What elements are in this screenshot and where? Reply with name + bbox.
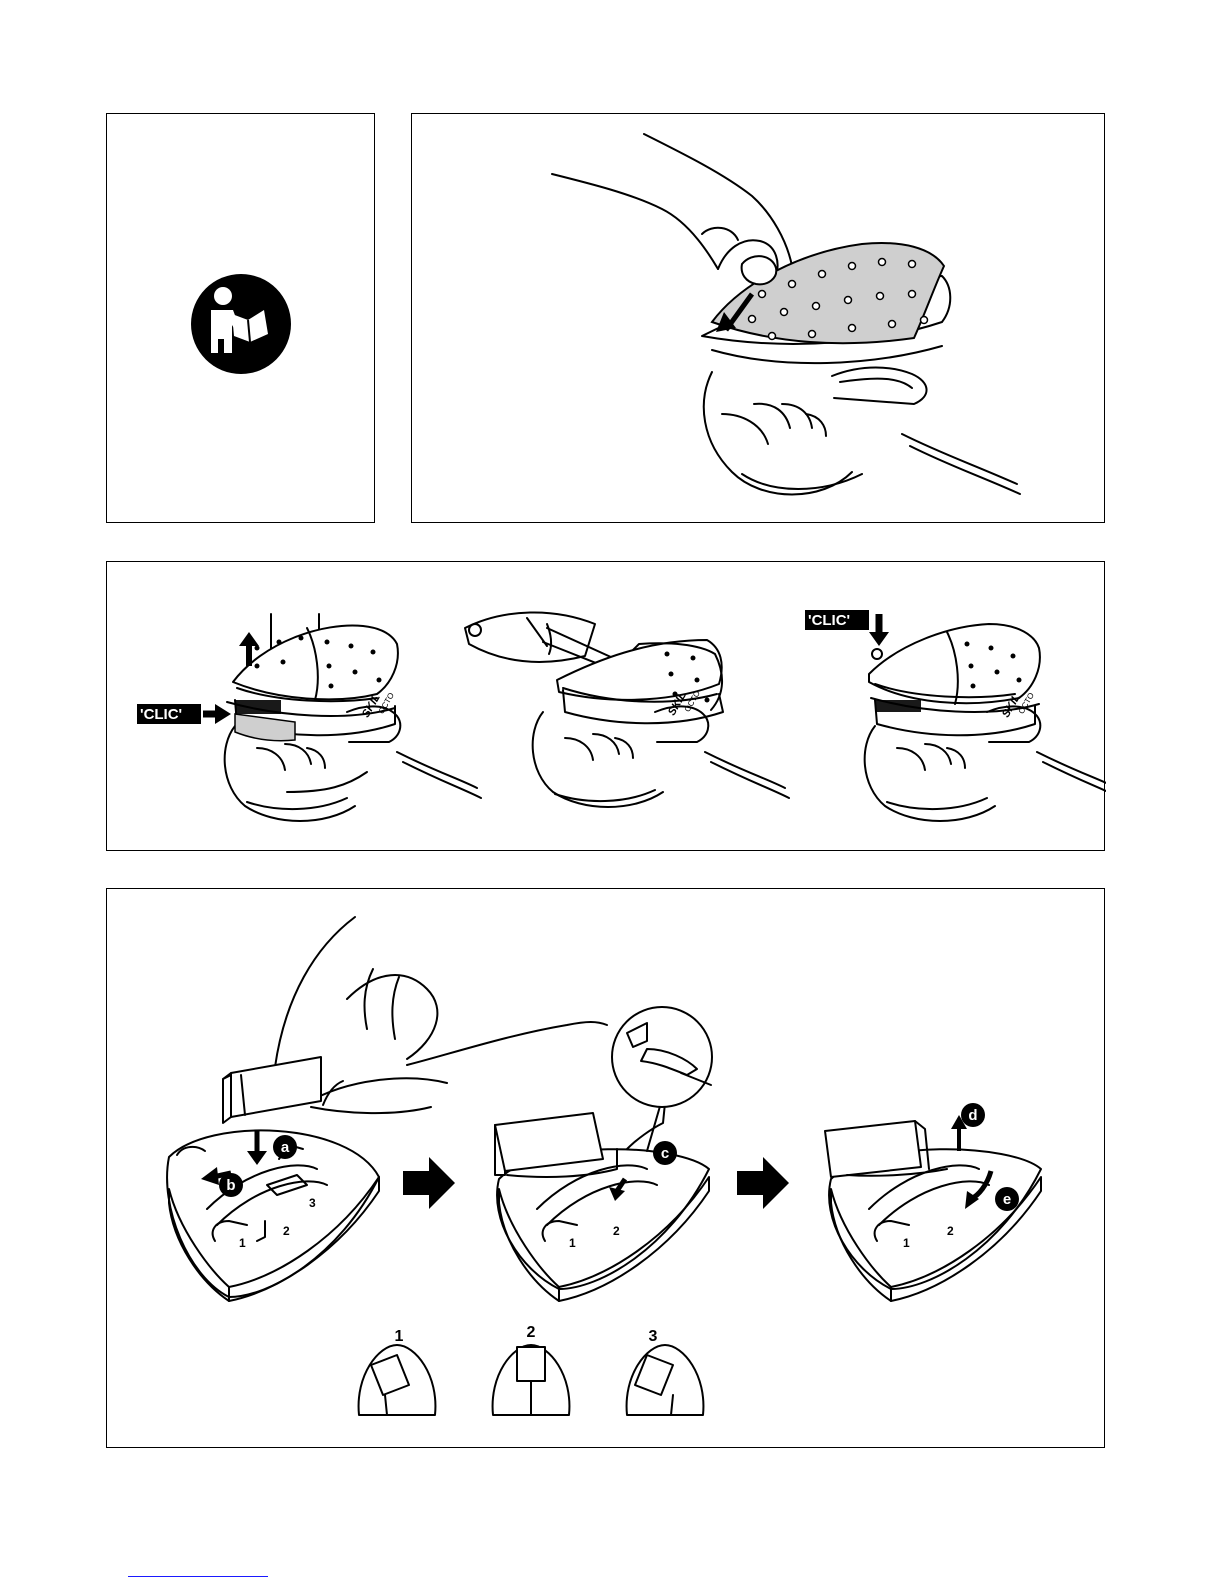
sander-2 bbox=[465, 612, 789, 807]
step-d-label: d bbox=[968, 1107, 977, 1124]
step-c-badge: c bbox=[653, 1141, 677, 1165]
position-label-1: 1 bbox=[395, 1328, 404, 1345]
attach-sheet-illustration bbox=[412, 114, 1106, 524]
clic-label-1: 'CLIC' bbox=[140, 706, 182, 723]
step-e-badge: e bbox=[995, 1187, 1019, 1211]
finger-attachment-illustration: 'CLIC' SKIL OCTO bbox=[107, 562, 1106, 852]
base2-num-1: 1 bbox=[569, 1236, 576, 1250]
attach-sheet-panel bbox=[411, 113, 1105, 523]
step-a-badge: a bbox=[273, 1135, 297, 1159]
step-b-badge: b bbox=[219, 1173, 243, 1197]
position-label-2: 2 bbox=[527, 1324, 536, 1341]
position-label-3: 3 bbox=[649, 1328, 658, 1345]
base3-num-1: 1 bbox=[903, 1236, 910, 1250]
paddle-attachment-panel: a b c d e 1 2 3 1 2 1 2 bbox=[106, 888, 1105, 1448]
step-e-label: e bbox=[1003, 1191, 1011, 1208]
read-manual-icon bbox=[107, 114, 376, 524]
base1-num-2: 2 bbox=[283, 1224, 290, 1238]
sander-3 bbox=[865, 624, 1106, 821]
base2-num-2: 2 bbox=[613, 1224, 620, 1238]
clic-label-2: 'CLIC' bbox=[808, 612, 850, 629]
step-c-label: c bbox=[661, 1145, 669, 1162]
base1-num-3: 3 bbox=[309, 1196, 316, 1210]
paddle-attachment-illustration: a b c d e 1 2 3 1 2 1 2 bbox=[107, 889, 1106, 1449]
step-d-badge: d bbox=[961, 1103, 985, 1127]
step-b-label: b bbox=[226, 1177, 235, 1194]
base3-num-2: 2 bbox=[947, 1224, 954, 1238]
base1-num-1: 1 bbox=[239, 1236, 246, 1250]
manual-panel bbox=[106, 113, 375, 523]
footer-link-underline bbox=[128, 1576, 268, 1577]
step-a-label: a bbox=[281, 1139, 290, 1156]
finger-attachment-panel: 'CLIC' SKIL OCTO bbox=[106, 561, 1105, 851]
